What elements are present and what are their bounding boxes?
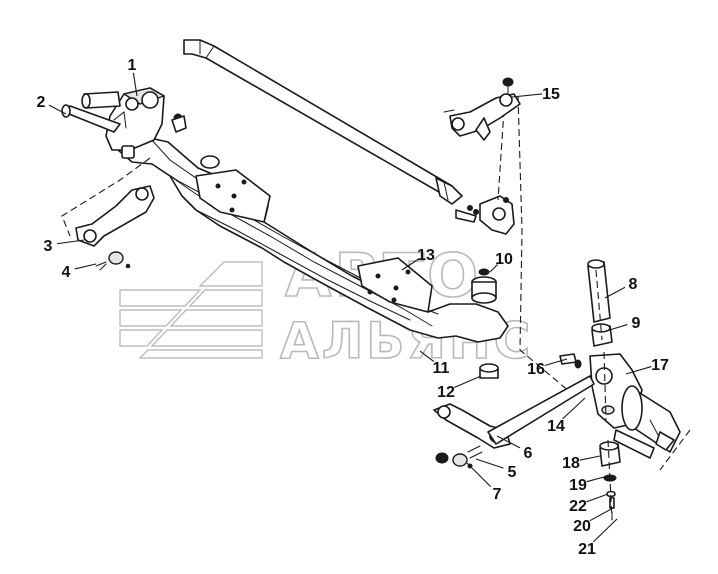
callout-label-9: 9 [632,315,641,332]
callout-leader-9 [605,324,628,332]
tie-rod-end [455,195,515,235]
callout-leader-19 [586,476,605,483]
right-arm-nuts [435,445,483,469]
callout-label-1: 1 [128,57,137,74]
callout-leader-5 [475,458,504,469]
upper-bushing [591,323,613,347]
callout-label-10: 10 [495,251,513,268]
watermark-logo [119,261,263,359]
callout-label-16: 16 [527,361,545,378]
callout-label-22: 22 [569,498,587,515]
callout-label-13: 13 [417,247,435,264]
callout-label-19: 19 [569,477,587,494]
callout-leader-14 [562,397,586,420]
watermark: АВТО АЛЬЯНС [119,240,531,371]
callout-leader-1 [132,72,138,97]
callout-leader-18 [579,455,601,461]
callout-leader-15 [511,93,543,98]
callout-leader-2 [48,104,67,115]
callout-label-18: 18 [562,455,580,472]
left-steering-arm [61,157,155,247]
callout-leader-20 [589,507,614,522]
callout-label-21: 21 [578,541,596,558]
callout-label-2: 2 [37,94,46,111]
callout-leader-21 [593,518,618,543]
tie-rod [183,39,463,205]
callout-label-15: 15 [542,86,560,103]
grease-fitting [559,353,582,369]
callout-leader-6 [496,435,521,449]
callout-leader-10 [489,263,499,273]
callout-leader-3 [56,239,85,245]
callout-label-6: 6 [524,445,533,462]
callout-leader-17 [625,366,652,375]
right-kingpin [587,259,611,323]
callout-label-20: 20 [573,518,591,535]
upper-steering-arm [443,77,521,141]
callout-label-14: 14 [547,418,565,435]
axle-beam [117,137,509,343]
lower-bushing [599,441,621,467]
center-bushing-lower [479,363,499,379]
callout-label-11: 11 [433,360,450,377]
left-steering-knuckle [81,87,187,159]
callout-leader-7 [466,462,492,488]
callout-label-3: 3 [44,238,53,255]
callout-leader-8 [604,286,626,299]
callout-leader-4 [74,263,97,270]
right-steering-arm [433,375,595,449]
callout-leader-13 [401,258,419,271]
callout-label-12: 12 [437,384,455,401]
callout-label-8: 8 [629,276,638,293]
callout-leader-12 [454,375,482,388]
callout-label-7: 7 [493,486,502,503]
callout-leader-16 [544,358,568,367]
kingpin-bolt [61,104,121,133]
right-steering-knuckle [589,353,681,459]
callout-label-5: 5 [508,464,517,481]
callout-leader-11 [419,350,435,362]
callout-label-17: 17 [651,357,669,374]
callout-label-4: 4 [62,264,71,281]
washer-stack [603,474,617,521]
callout-leader-22 [586,493,609,503]
center-bushing-upper [471,268,497,304]
kingpin-axis [497,95,691,521]
left-nut [95,251,131,271]
